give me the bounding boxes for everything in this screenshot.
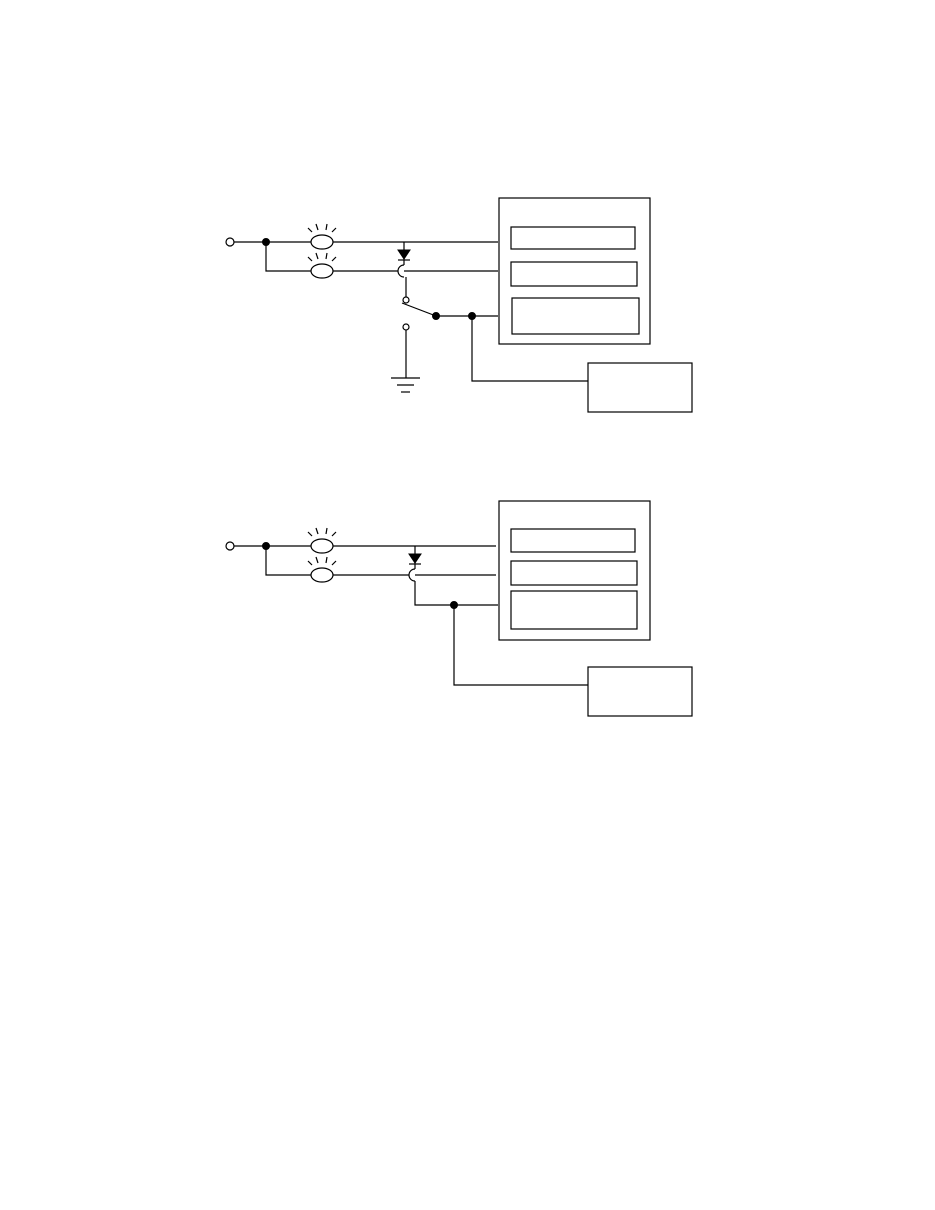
lamp-icon [307,527,337,554]
input-terminal-icon [225,237,235,247]
lamp-icon [307,556,337,583]
diode-icon [397,242,411,265]
controller-slot [510,528,636,553]
switch-icon [401,302,437,317]
lamp-icon [307,252,337,279]
lower-wire [265,242,498,272]
external-wire [471,316,588,382]
diode-output-wire [414,581,498,606]
circuit-with-switch [225,197,693,413]
wire-crossover-icon [408,568,416,582]
external-box [587,362,693,413]
controller-slot [510,226,636,250]
external-box [587,666,693,717]
controller-slot [511,297,640,335]
external-wire [453,605,588,686]
diode-icon [408,546,422,569]
input-terminal-icon [225,541,235,551]
wire-crossover-icon [397,264,405,278]
circuit-without-switch [225,500,693,717]
lower-wire [265,546,496,576]
lamp-icon [307,223,337,250]
controller-slot [510,560,638,586]
switch-contact [402,323,410,331]
controller-slot [510,590,638,630]
switch-pivot-node [432,312,440,320]
controller-slot [510,261,638,287]
switch-contact [402,296,410,304]
ground-icon [391,330,420,393]
